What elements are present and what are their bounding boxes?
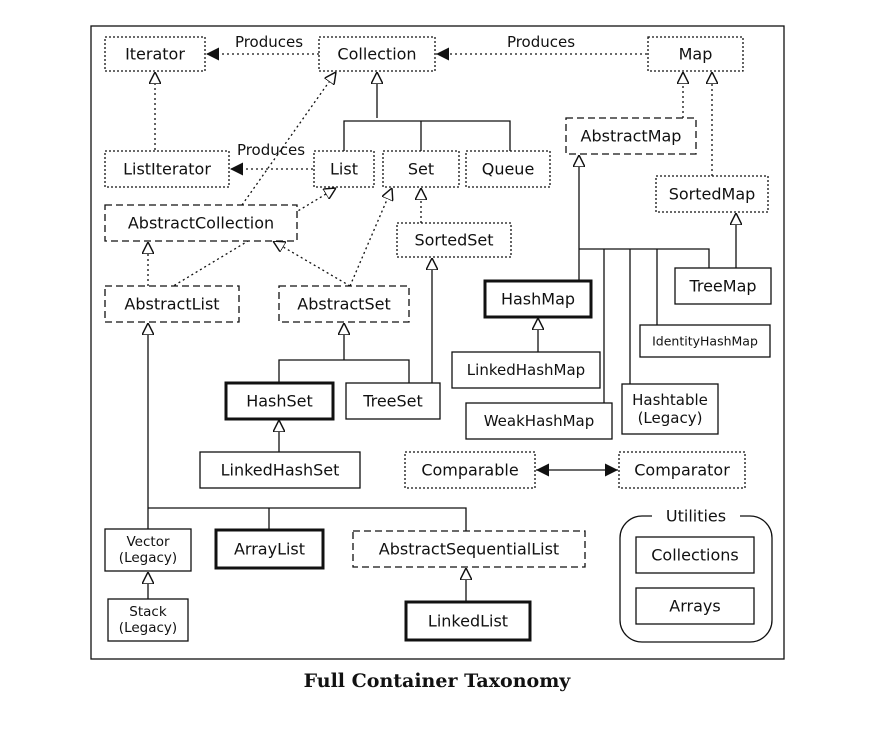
node-arrays: Arrays: [635, 587, 755, 625]
node-iterator: Iterator: [104, 36, 206, 72]
node-abstract-map: AbstractMap: [565, 117, 697, 155]
node-weak-hash-map: WeakHashMap: [465, 402, 613, 440]
node-sorted-map: SortedMap: [655, 175, 769, 213]
node-comparator: Comparator: [618, 451, 746, 489]
node-label-sorted-map: SortedMap: [669, 185, 756, 204]
produces-label-map: Produces: [507, 33, 575, 51]
node-label-linked-hash-map: LinkedHashMap: [467, 361, 585, 379]
node-label-abstract-set: AbstractSet: [297, 295, 390, 314]
node-tree-set: TreeSet: [345, 382, 441, 420]
edge-collection-tree-branches: [343, 120, 511, 151]
node-label-abstract-sequential-list: AbstractSequentialList: [379, 540, 559, 559]
edge-maps-branch: [579, 248, 710, 403]
node-label-stack-line-1: Stack: [129, 604, 167, 620]
node-label-hashtable-line-2: (Legacy): [638, 409, 703, 427]
node-label-abstract-collection: AbstractCollection: [128, 214, 274, 233]
node-label-iterator: Iterator: [125, 45, 185, 64]
node-label-identity-hash-map: IdentityHashMap: [652, 334, 758, 349]
node-label-sorted-set: SortedSet: [414, 231, 493, 250]
node-hash-map: HashMap: [483, 279, 593, 319]
node-map: Map: [647, 36, 744, 72]
node-label-array-list: ArrayList: [234, 540, 305, 559]
node-set: Set: [382, 150, 460, 188]
node-label-vector-line-2: (Legacy): [119, 550, 177, 566]
node-label-hash-map: HashMap: [501, 290, 575, 309]
diagram-frame: [90, 25, 785, 660]
node-label-queue: Queue: [482, 160, 535, 179]
node-label-comparable: Comparable: [421, 461, 518, 480]
node-linked-list: LinkedList: [404, 600, 532, 642]
edge-lists-branch: [147, 507, 467, 531]
node-label-abstract-map: AbstractMap: [581, 127, 682, 146]
node-label-collection: Collection: [337, 45, 416, 64]
node-label-comparator: Comparator: [634, 461, 730, 480]
node-label-arrays: Arrays: [669, 597, 720, 616]
node-tree-map: TreeMap: [674, 267, 772, 305]
produces-label-listiterator: Produces: [237, 141, 305, 159]
node-label-list-iterator: ListIterator: [123, 160, 211, 179]
node-label-vector-line-1: Vector: [126, 534, 169, 550]
node-queue: Queue: [465, 150, 551, 188]
node-label-weak-hash-map: WeakHashMap: [484, 412, 595, 430]
node-label-abstract-list: AbstractList: [124, 295, 219, 314]
node-abstract-collection: AbstractCollection: [104, 204, 298, 242]
node-identity-hash-map: IdentityHashMap: [639, 324, 771, 358]
edge-abstractset-abstractcollection: [273, 241, 351, 287]
node-label-hashtable-line-1: Hashtable: [632, 391, 708, 409]
node-stack: Stack(Legacy): [107, 598, 189, 642]
utilities-group: Utilities: [619, 505, 773, 643]
node-label-linked-hash-set: LinkedHashSet: [221, 461, 340, 480]
node-label-list: List: [330, 160, 358, 179]
node-label-tree-map: TreeMap: [688, 277, 756, 296]
node-comparable: Comparable: [404, 451, 536, 489]
node-label-stack-line-2: (Legacy): [119, 620, 177, 636]
edge-abstractset-set: [349, 188, 392, 287]
node-collections: Collections: [635, 536, 755, 574]
node-abstract-sequential-list: AbstractSequentialList: [352, 530, 586, 568]
node-abstract-set: AbstractSet: [278, 285, 410, 323]
edge-abstractcollection-collection: [241, 72, 336, 206]
node-abstract-list: AbstractList: [104, 285, 240, 323]
node-linked-hash-map: LinkedHashMap: [451, 351, 601, 389]
utilities-label: Utilities: [666, 507, 726, 526]
node-label-hash-set: HashSet: [246, 392, 313, 411]
edge-sets-branch: [278, 359, 410, 383]
node-collection: Collection: [318, 36, 436, 72]
node-label-linked-list: LinkedList: [428, 612, 508, 631]
diagram-caption: Full Container Taxonomy: [303, 670, 571, 692]
node-label-collections: Collections: [651, 546, 738, 565]
node-vector: Vector(Legacy): [104, 528, 192, 572]
node-hash-set: HashSet: [224, 381, 335, 421]
node-hashtable: Hashtable(Legacy): [621, 383, 719, 435]
node-list-iterator: ListIterator: [104, 150, 230, 188]
node-label-set: Set: [408, 160, 434, 179]
node-sorted-set: SortedSet: [396, 222, 512, 258]
node-linked-hash-set: LinkedHashSet: [199, 451, 361, 489]
node-label-tree-set: TreeSet: [362, 392, 423, 411]
node-label-map: Map: [679, 45, 713, 64]
node-list: List: [313, 150, 375, 188]
node-array-list: ArrayList: [214, 528, 325, 570]
produces-label-iterator: Produces: [235, 33, 303, 51]
